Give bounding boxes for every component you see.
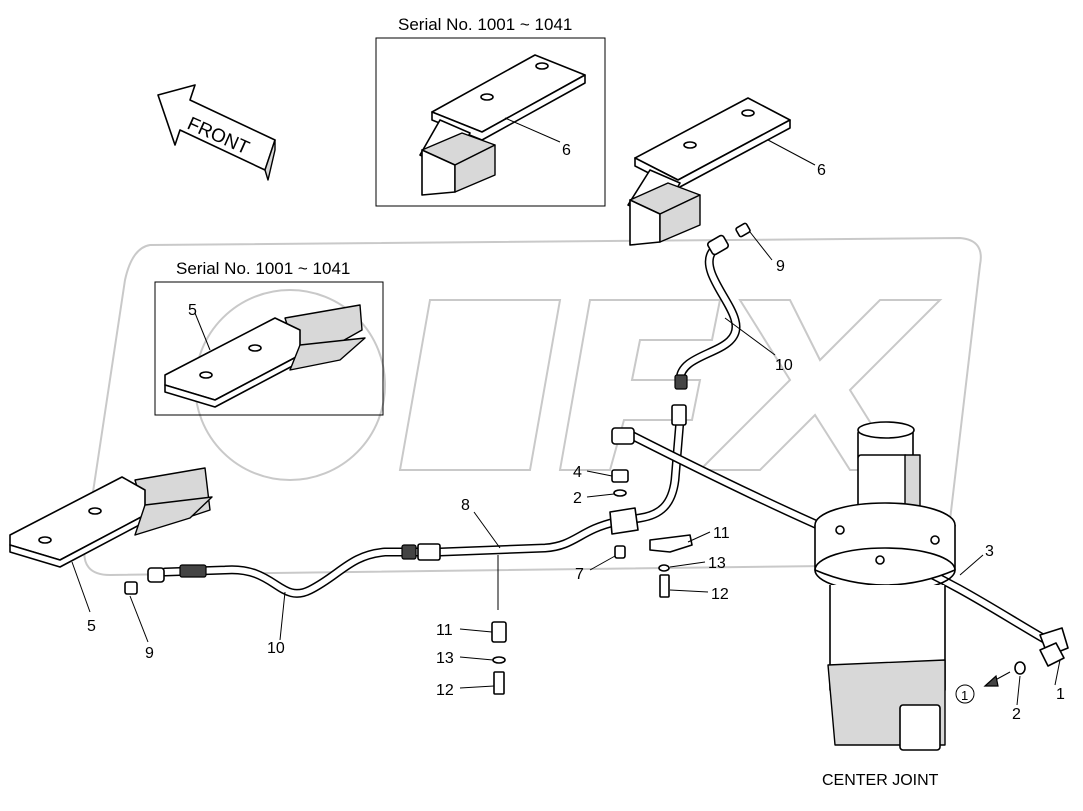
bracket-5-boxed [164, 304, 366, 408]
upper-serial-box [375, 37, 606, 207]
callout-9-top: 9 [776, 258, 785, 275]
callout-10-left: 10 [267, 640, 285, 657]
callout-13-left: 13 [436, 650, 454, 667]
callout-11-left: 11 [436, 622, 453, 639]
callout-13-right: 13 [708, 555, 726, 572]
callout-12-right: 12 [711, 586, 729, 603]
front-arrow-icon: FRONT [157, 84, 276, 181]
callout-1: 1 [1056, 686, 1065, 703]
left-serial-title: Serial No. 1001 ~ 1041 [176, 259, 350, 278]
tee-fittings [611, 469, 629, 559]
hose-10-top [674, 222, 751, 390]
bracket-6 [627, 97, 791, 246]
view-ref-label: 1 [961, 688, 968, 703]
callout-2-fit: 2 [1012, 706, 1021, 723]
clamp-right [649, 534, 693, 598]
callout-5-box: 5 [188, 302, 197, 319]
callout-9-left: 9 [145, 645, 154, 662]
callout-5: 5 [87, 618, 96, 635]
callout-8: 8 [461, 497, 470, 514]
callout-6-box: 6 [562, 142, 571, 159]
callout-10-top: 10 [775, 357, 793, 374]
hose-10-left [124, 543, 441, 598]
bracket-5 [9, 467, 213, 568]
callout-2-tee: 2 [573, 490, 582, 507]
center-joint-label: CENTER JOINT [822, 772, 939, 789]
center-joint [814, 421, 956, 751]
callout-4: 4 [573, 464, 582, 481]
fittings-right [983, 642, 1065, 687]
callout-12-left: 12 [436, 682, 454, 699]
circled-number-icon [955, 684, 975, 704]
clamp-left [491, 555, 507, 695]
callout-3: 3 [985, 543, 994, 560]
left-serial-box [154, 281, 384, 416]
callout-11-right: 11 [713, 525, 730, 542]
bracket-6-boxed [419, 54, 586, 196]
callout-6: 6 [817, 162, 826, 179]
callout-7: 7 [575, 566, 584, 583]
upper-serial-title: Serial No. 1001 ~ 1041 [398, 15, 572, 34]
tube-8 [435, 404, 687, 557]
leader-lines [71, 117, 1061, 706]
